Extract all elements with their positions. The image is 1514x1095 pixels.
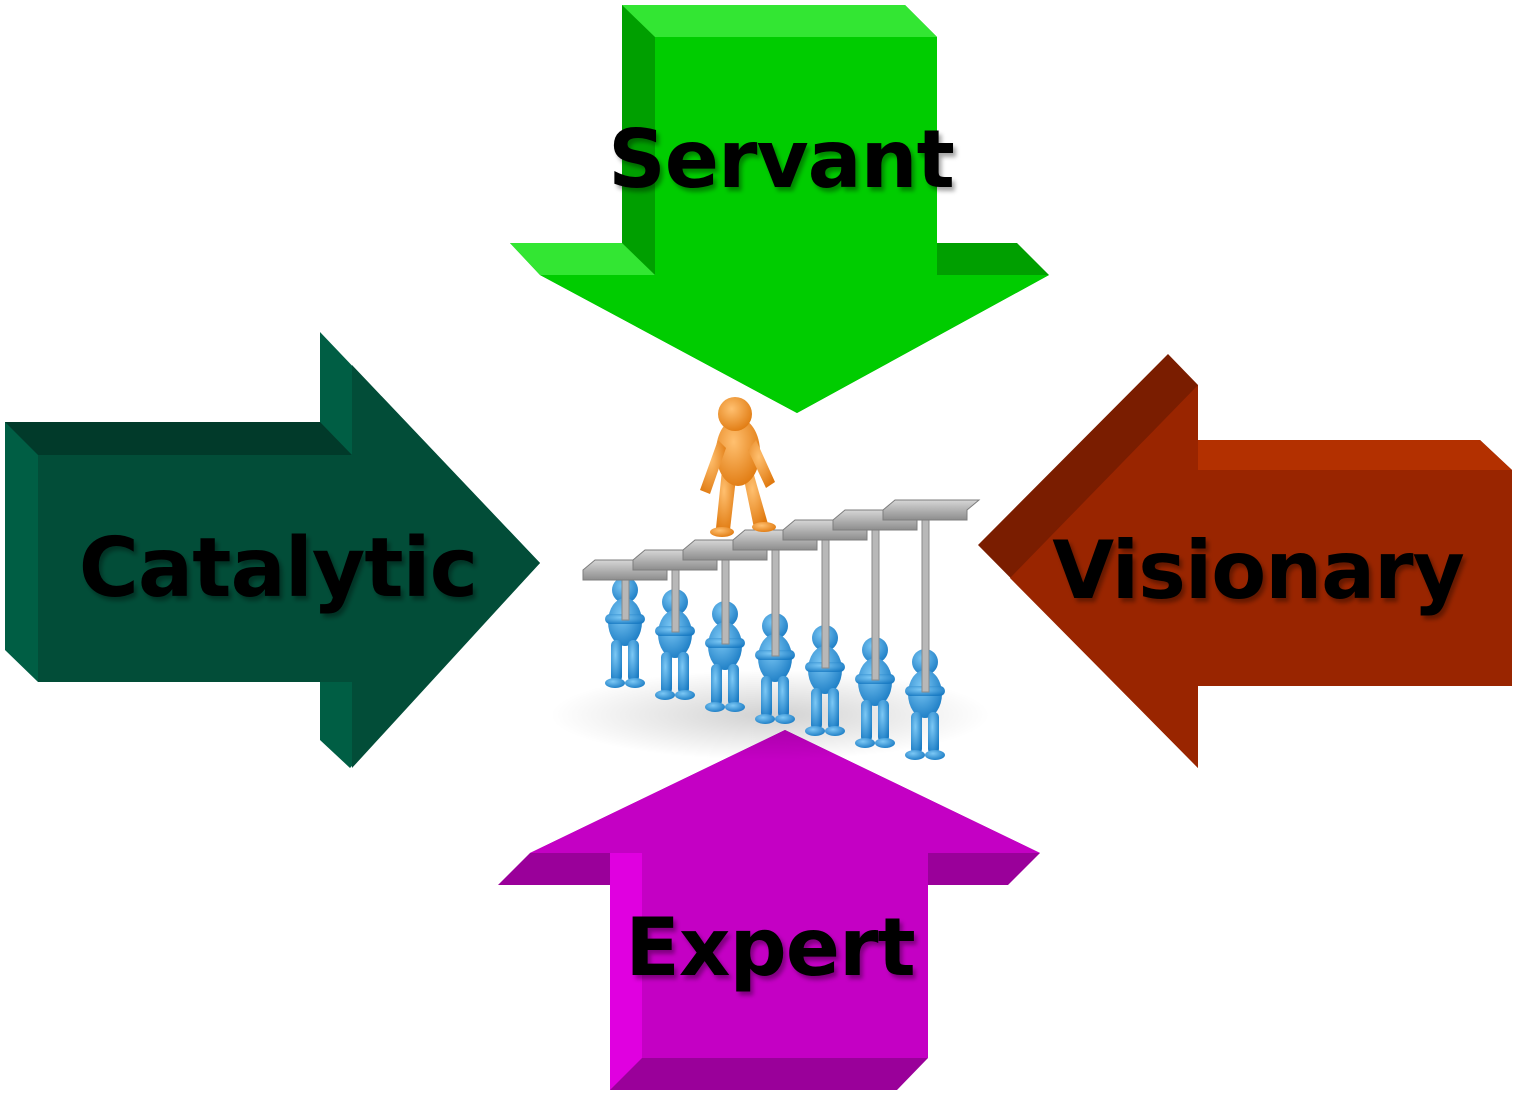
stair-planks bbox=[582, 499, 981, 693]
expert-arrow-bevel bbox=[610, 853, 642, 1090]
plank-pole bbox=[921, 509, 930, 693]
servant-label: Servant bbox=[608, 113, 954, 206]
plank-step bbox=[882, 499, 981, 521]
visionary-arrow-bevel bbox=[1198, 440, 1512, 470]
plank-pole bbox=[721, 549, 730, 645]
expert-arrow: Expert bbox=[498, 730, 1040, 1090]
teamwork-illustration bbox=[550, 397, 990, 760]
catalytic-arrow: Catalytic bbox=[5, 332, 540, 768]
expert-label: Expert bbox=[625, 901, 914, 994]
servant-arrow-bevel bbox=[622, 5, 937, 37]
plank-pole bbox=[871, 519, 880, 681]
leader-figure bbox=[700, 397, 776, 537]
servant-arrow-face bbox=[540, 37, 1049, 413]
catalytic-label: Catalytic bbox=[79, 521, 478, 616]
team-member bbox=[705, 601, 745, 712]
team-member bbox=[605, 577, 645, 688]
plank-pole bbox=[671, 559, 680, 633]
servant-arrow: Servant bbox=[510, 5, 1049, 413]
plank-pole bbox=[771, 539, 780, 657]
plank-pole bbox=[821, 529, 830, 669]
catalytic-arrow-bevel bbox=[5, 422, 352, 455]
team-member bbox=[905, 649, 945, 760]
catalytic-arrow-face bbox=[38, 365, 540, 768]
visionary-arrow: Visionary bbox=[978, 354, 1512, 768]
visionary-label: Visionary bbox=[1052, 524, 1463, 617]
visionary-arrow-face bbox=[1010, 385, 1512, 768]
expert-arrow-face bbox=[530, 730, 1040, 1058]
